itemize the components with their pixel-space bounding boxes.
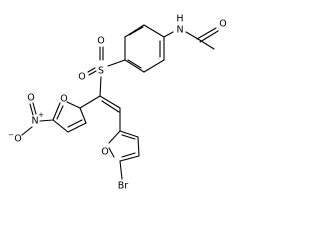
- bond-s-o-left-b: [88, 70, 97, 76]
- nitro-o-charge: −: [8, 131, 14, 139]
- ring-bond: [119, 155, 140, 162]
- ring-bond: [67, 122, 87, 133]
- atom-carbonyl-o: O: [219, 19, 226, 30]
- bond-vinyl-double-b: [101, 100, 120, 113]
- ring-double-bond: [128, 26, 144, 36]
- ring-bond: [52, 102, 61, 121]
- bond-carbonyl-methyl: [197, 38, 215, 50]
- structure-diagram: N H O S O O: [8, 14, 227, 192]
- bond-ring-br: [119, 160, 123, 180]
- atom-nitro-o-top: O: [27, 93, 34, 104]
- ring-bond: [79, 107, 87, 124]
- ring-double-bond: [121, 134, 136, 140]
- atom-bromofuran-o: O: [101, 147, 108, 158]
- nitrofuran-ring: O: [39, 94, 87, 133]
- bond-c-o-double-a: [196, 27, 217, 40]
- ring-double-bond: [127, 59, 142, 69]
- atom-n: N: [176, 25, 183, 36]
- bond-n-o-bottom: [21, 126, 33, 136]
- ring-double-bond: [121, 152, 136, 158]
- bond-n-carbonyl: [185, 31, 199, 40]
- atom-sulfonyl-o-top: O: [97, 36, 104, 47]
- nitro-group: N + O O −: [8, 93, 44, 145]
- ring-bond: [108, 147, 115, 158]
- ring-bond: [124, 24, 145, 38]
- ring-double-bond: [67, 119, 83, 128]
- ring-bond: [143, 24, 165, 38]
- bond-ring-nitro: [39, 119, 54, 122]
- ring-bond: [66, 101, 81, 109]
- ring-double-bond: [56, 105, 64, 120]
- atom-nitrofuran-o: O: [60, 94, 67, 105]
- atom-nitro-n: N: [31, 116, 38, 127]
- bond-n-o-top-a: [29, 103, 34, 116]
- bond-ring-s: [107, 59, 126, 67]
- bond-vinyl-nitrofuran: [79, 95, 101, 109]
- atom-sulfonyl-o-left: O: [78, 72, 85, 83]
- ring-bond: [52, 119, 69, 133]
- ring-bond: [137, 136, 140, 157]
- acetamide-group: N H O: [163, 14, 227, 50]
- ring-bond: [119, 130, 139, 138]
- benzene-ring: [124, 24, 165, 73]
- ring-bond: [124, 59, 145, 73]
- nitro-n-charge: +: [38, 111, 44, 119]
- atom-s: S: [98, 66, 104, 77]
- ring-bond: [143, 59, 165, 73]
- ring-bond: [108, 130, 121, 144]
- bond-vinyl-double-a: [99, 95, 121, 109]
- bromofuran-ring: O Br: [101, 130, 140, 192]
- bond-s-o-left-a: [87, 67, 96, 73]
- atom-h: H: [176, 14, 183, 25]
- bond-c-o-double-b: [199, 30, 219, 43]
- sulfonyl-group: S O O: [78, 36, 126, 97]
- bond-ring-n: [163, 31, 174, 38]
- bond-s-vinyl: [99, 76, 102, 97]
- bond-n-o-top-b: [32, 102, 37, 115]
- atom-nitro-o-bottom: O: [14, 134, 21, 145]
- vinyl-linker: [79, 95, 121, 132]
- atom-bromine: Br: [118, 181, 129, 192]
